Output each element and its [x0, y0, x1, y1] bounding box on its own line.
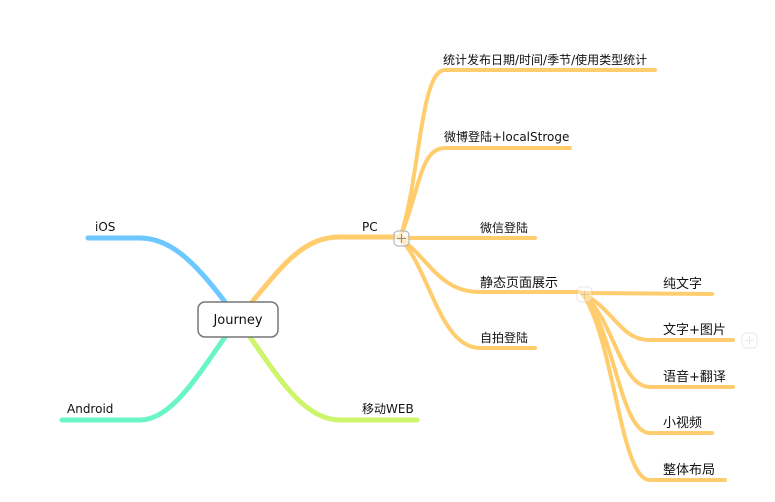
node-static-textimg[interactable]: 文字+图片 [663, 323, 726, 338]
branch-pc-static [398, 236, 582, 294]
node-pc-weibo[interactable]: 微博登陆+localStroge [444, 129, 569, 144]
node-pc-static[interactable]: 静态页面展示 [480, 276, 558, 291]
branch-static-textimg [580, 291, 735, 342]
textimg-add-toggle[interactable] [741, 332, 758, 349]
branch-ios [85, 235, 228, 305]
node-static-video[interactable]: 小视频 [663, 416, 702, 431]
static-collapse-toggle[interactable] [576, 286, 593, 303]
node-ios[interactable]: iOS [95, 220, 115, 234]
node-pc-selfie[interactable]: 自拍登陆 [480, 330, 528, 345]
branch-static-text [580, 291, 714, 296]
branch-web [247, 334, 420, 423]
branch-static-layout [580, 291, 727, 482]
root-label: Journey [212, 313, 262, 328]
node-web[interactable]: 移动WEB [362, 402, 414, 416]
node-pc[interactable]: PC [362, 220, 378, 234]
branch-pc-selfie [398, 236, 537, 350]
node-static-layout[interactable]: 整体布局 [663, 463, 715, 478]
node-pc-wechat[interactable]: 微信登陆 [480, 220, 528, 235]
branch-pc-weibo [398, 146, 572, 240]
node-static-voice[interactable]: 语音+翻译 [663, 369, 726, 385]
branch-static-voice [580, 291, 735, 389]
branch-pc-stats [398, 68, 657, 240]
branch-android [59, 334, 228, 423]
node-pc-stats[interactable]: 统计发布日期/时间/季节/使用类型统计 [443, 52, 647, 67]
branch-pc [249, 234, 403, 305]
node-android[interactable]: Android [67, 402, 113, 416]
root-node[interactable]: Journey [197, 301, 279, 338]
node-static-text[interactable]: 纯文字 [663, 277, 702, 292]
pc-collapse-toggle[interactable] [393, 230, 410, 247]
